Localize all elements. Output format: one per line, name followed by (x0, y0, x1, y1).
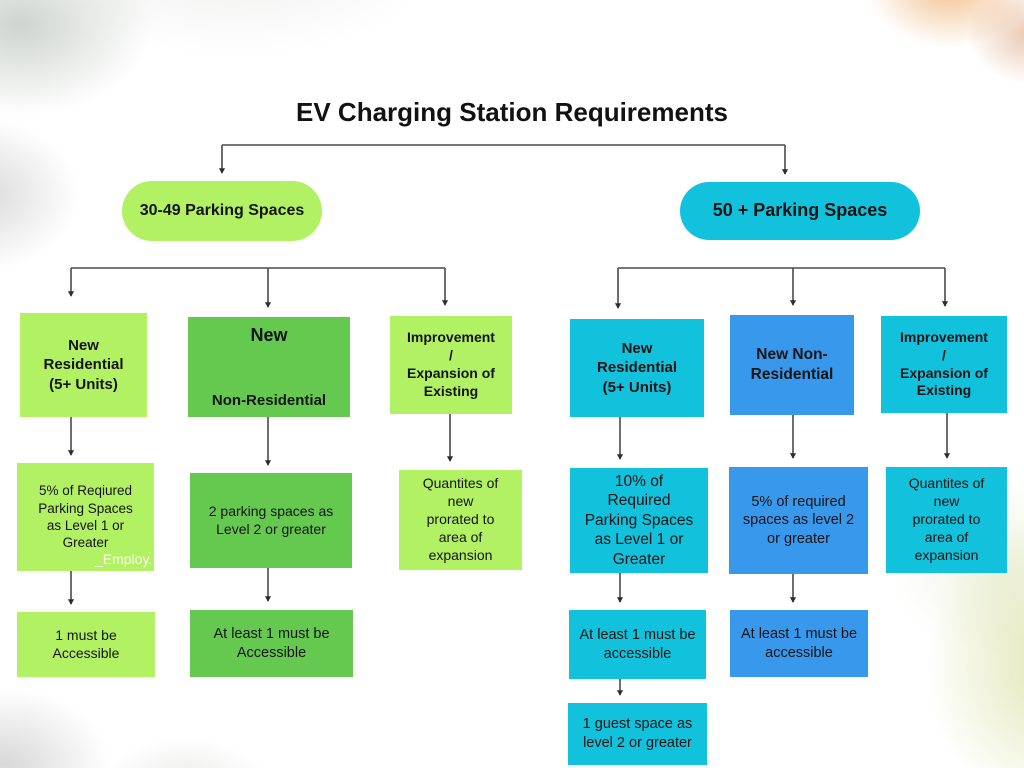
node-right-5pct-required: 5% of required spaces as level 2 or grea… (729, 467, 868, 574)
node-right-quantities-prorated: Quantites of new prorated to area of exp… (886, 467, 1007, 573)
node-right-new-residential: New Residential (5+ Units) (570, 319, 704, 417)
node-left-root-pill: 30-49 Parking Spaces (122, 181, 322, 241)
node-right-atleast1-accessible-residential: At least 1 must be accessible (569, 610, 706, 679)
node-left-new-residential: New Residential (5+ Units) (20, 313, 147, 417)
node-right-10pct-required: 10% of Required Parking Spaces as Level … (570, 468, 708, 573)
node-right-guest-space: 1 guest space as level 2 or greater (568, 703, 707, 765)
node-left-1-accessible: 1 must be Accessible (17, 612, 155, 677)
node-left-5pct-required: 5% of Reqiured Parking Spaces as Level 1… (17, 463, 154, 571)
node-left-improvement: Improvement / Expansion of Existing (390, 316, 512, 414)
node-right-new-nonresidential: New Non- Residential (730, 315, 854, 415)
node-left-atleast1-accessible: At least 1 must be Accessible (190, 610, 353, 677)
node-left-new-nonresidential: New Non-Residential (188, 317, 350, 417)
node-subheading: Non-Residential (211, 391, 327, 409)
top-connector (218, 144, 789, 175)
node-right-root-pill: 50 + Parking Spaces (680, 182, 920, 240)
page-title: EV Charging Station Requirements (296, 97, 728, 127)
node-heading: New (250, 325, 288, 346)
node-left-2-spaces-level2: 2 parking spaces as Level 2 or greater (190, 473, 352, 568)
watermark-text: _Employ. (95, 551, 153, 567)
node-text: New Non-Residential (212, 305, 326, 429)
right-level2-connector (614, 267, 949, 309)
left-level2-connector (67, 267, 449, 308)
node-left-quantities-prorated: Quantites of new prorated to area of exp… (399, 470, 522, 570)
node-right-atleast1-accessible-nonresidential: At least 1 must be accessible (730, 610, 868, 677)
node-right-improvement: Improvement / Expansion of Existing (881, 316, 1007, 413)
